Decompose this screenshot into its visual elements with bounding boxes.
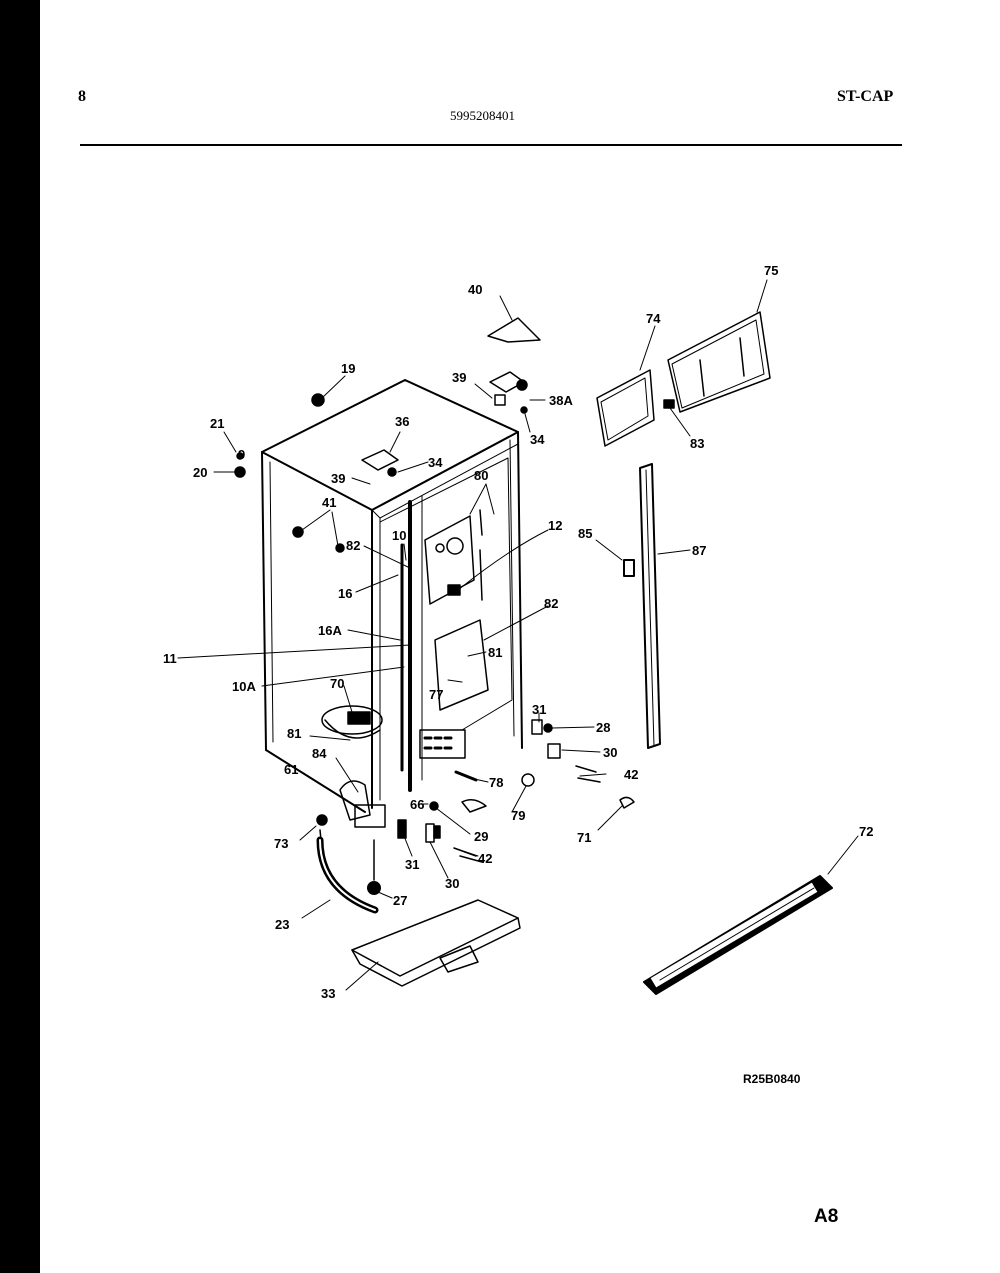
callout-80: 80 xyxy=(474,468,489,483)
page-number: 8 xyxy=(78,88,86,105)
callout-9: 9 xyxy=(238,447,246,462)
callout-leaders xyxy=(177,279,859,991)
callout-87: 87 xyxy=(692,543,707,558)
callout-81-right: 81 xyxy=(488,645,503,660)
callout-16a: 16A xyxy=(318,623,342,638)
callout-81-left: 81 xyxy=(287,726,302,741)
callout-12: 12 xyxy=(548,518,563,533)
drain-pan xyxy=(351,899,521,987)
callout-34-top: 34 xyxy=(530,432,545,447)
callout-41: 41 xyxy=(322,495,337,510)
header-rule xyxy=(80,144,902,146)
callout-20: 20 xyxy=(193,465,208,480)
callout-83: 83 xyxy=(690,436,705,451)
callout-39-top: 39 xyxy=(452,370,467,385)
callout-61: 61 xyxy=(284,762,299,777)
callout-77: 77 xyxy=(429,687,444,702)
drawing-reference-code: R25B0840 xyxy=(743,1072,801,1086)
callout-42-right: 42 xyxy=(624,767,639,782)
callout-27: 27 xyxy=(393,893,408,908)
callout-79: 79 xyxy=(511,808,526,823)
callout-21: 21 xyxy=(210,416,225,431)
callout-10: 10 xyxy=(392,528,407,543)
toe-grille xyxy=(643,875,833,995)
callout-29: 29 xyxy=(474,829,489,844)
top-hinge-parts xyxy=(234,317,541,553)
callout-73: 73 xyxy=(274,836,289,851)
callout-71: 71 xyxy=(577,830,592,845)
drain-hose xyxy=(316,836,379,914)
callout-34-mid: 34 xyxy=(428,455,443,470)
drain-components xyxy=(321,705,441,843)
document-code: 5995208401 xyxy=(450,108,515,123)
callout-66: 66 xyxy=(410,797,425,812)
callout-11: 11 xyxy=(163,651,177,666)
callout-38a: 38A xyxy=(549,393,573,408)
callout-16: 16 xyxy=(338,586,353,601)
callout-30-right: 30 xyxy=(603,745,618,760)
model-code: ST-CAP xyxy=(837,88,894,105)
page-tag: A8 xyxy=(814,1206,839,1227)
callout-42-bottom: 42 xyxy=(478,851,493,866)
dispenser-cover-parts xyxy=(596,311,771,447)
callout-10a: 10A xyxy=(232,679,256,694)
callout-74: 74 xyxy=(646,311,661,326)
callout-72: 72 xyxy=(859,824,874,839)
callout-75: 75 xyxy=(764,263,779,278)
callout-31-right: 31 xyxy=(532,702,547,717)
inner-panels xyxy=(419,509,489,759)
callout-84: 84 xyxy=(312,746,327,761)
callout-70: 70 xyxy=(330,676,345,691)
callout-82-lower: 82 xyxy=(544,596,559,611)
callout-39-mid: 39 xyxy=(331,471,346,486)
callout-28: 28 xyxy=(596,720,611,735)
callout-33: 33 xyxy=(321,986,336,1001)
callout-23: 23 xyxy=(275,917,290,932)
cabinet-shell xyxy=(261,379,523,813)
callout-31-bottom: 31 xyxy=(405,857,420,872)
callout-19: 19 xyxy=(341,361,356,376)
callout-36: 36 xyxy=(395,414,410,429)
callout-85: 85 xyxy=(578,526,593,541)
callout-78: 78 xyxy=(489,775,504,790)
callout-82-upper: 82 xyxy=(346,538,361,553)
breaker-strip xyxy=(623,463,661,749)
callout-40: 40 xyxy=(468,282,483,297)
callout-30-bottom: 30 xyxy=(445,876,460,891)
fastener-27 xyxy=(367,839,381,895)
